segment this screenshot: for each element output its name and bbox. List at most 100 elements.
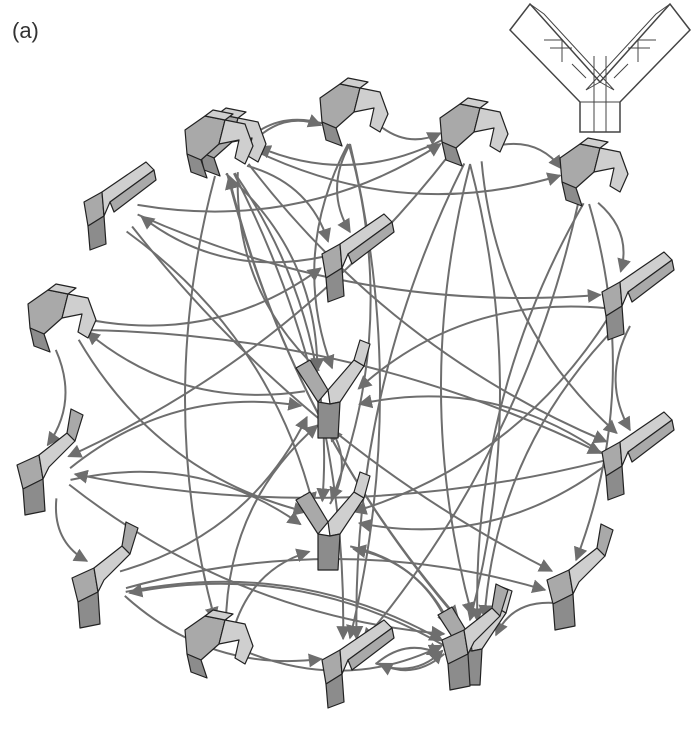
- transition-arrow: [574, 203, 614, 562]
- folded-state-n2: [319, 77, 389, 147]
- transition-arrow: [357, 465, 606, 533]
- shape-face: [605, 465, 625, 501]
- transition-arrow: [137, 213, 602, 303]
- shape-face: [217, 107, 247, 119]
- shape-face: [184, 615, 226, 661]
- transition-arrow: [374, 121, 442, 145]
- transition-arrow: [494, 601, 553, 637]
- shape-face: [93, 545, 131, 593]
- transition-arrow: [358, 394, 606, 456]
- transition-arrow: [140, 215, 325, 264]
- shape-face: [353, 471, 371, 499]
- transition-arrow: [313, 143, 349, 370]
- folded-state-n16: [321, 619, 395, 709]
- folded-states: [16, 77, 675, 709]
- shape-face: [27, 289, 69, 335]
- transition-arrow: [224, 424, 319, 627]
- transition-arrow: [597, 201, 631, 273]
- shape-face: [66, 408, 84, 442]
- transition-arrows: [46, 114, 631, 676]
- shape-face: [596, 523, 614, 557]
- shape-face: [491, 583, 509, 617]
- transition-arrow: [253, 149, 562, 196]
- shape-face: [353, 339, 371, 367]
- shape-face: [109, 169, 157, 213]
- shape-face: [204, 609, 234, 621]
- shape-face: [559, 143, 601, 189]
- shape-face: [186, 153, 208, 179]
- transition-arrow: [124, 595, 323, 668]
- shape-face: [29, 327, 51, 353]
- shape-face: [459, 97, 489, 109]
- shape-face: [22, 478, 46, 516]
- transition-arrow: [137, 143, 442, 213]
- shape-face: [447, 653, 471, 691]
- shape-face: [339, 77, 369, 89]
- transition-arrow: [352, 315, 611, 515]
- net-outline-icon: [509, 2, 691, 133]
- transition-arrow: [346, 143, 381, 640]
- transition-arrow: [233, 172, 331, 503]
- transition-arrow: [236, 172, 320, 372]
- shape-face: [218, 119, 254, 165]
- shape-face: [327, 359, 365, 405]
- shape-face: [627, 419, 675, 463]
- transition-arrow: [614, 325, 631, 432]
- transition-arrow: [126, 230, 317, 507]
- shape-face: [38, 432, 76, 480]
- folded-state-n15: [184, 609, 254, 679]
- folded-state-n9: [295, 339, 371, 439]
- folded-state-n12: [295, 471, 371, 571]
- shape-face: [473, 107, 509, 153]
- shape-face: [186, 653, 208, 679]
- folded-state-n7: [27, 283, 97, 353]
- transition-arrow: [349, 545, 451, 628]
- shape-face: [121, 521, 139, 555]
- transition-arrow: [466, 163, 501, 622]
- shape-face: [204, 109, 234, 121]
- panel-label: (a): [12, 18, 39, 43]
- transition-arrow: [46, 349, 67, 447]
- folded-state-n6: [321, 213, 395, 303]
- shape-face: [47, 283, 77, 295]
- shape-face: [77, 591, 101, 629]
- shape-face: [439, 103, 481, 149]
- transition-arrow: [351, 544, 453, 630]
- shape-face: [327, 491, 365, 537]
- transition-arrow: [226, 172, 460, 620]
- transition-arrow: [375, 642, 442, 665]
- transition-arrow: [494, 142, 563, 170]
- shape-face: [593, 147, 629, 193]
- shape-face: [552, 593, 576, 631]
- transition-arrow: [440, 163, 476, 617]
- transition-arrow: [246, 164, 331, 243]
- transition-arrow: [83, 329, 603, 454]
- folded-state-n10: [601, 411, 675, 501]
- folded-state-n4: [559, 137, 629, 207]
- folded-state-n14: [546, 523, 614, 631]
- shape-face: [347, 221, 395, 265]
- transition-arrow: [247, 163, 608, 444]
- transition-arrow: [119, 415, 308, 573]
- transition-arrow: [85, 331, 306, 396]
- transition-arrow: [349, 162, 466, 641]
- folded-state-n18: [184, 109, 254, 179]
- shape-face: [218, 619, 254, 665]
- transition-arrow: [480, 161, 618, 435]
- transition-arrow: [77, 339, 308, 516]
- shape-face: [441, 141, 463, 167]
- transition-arrow: [54, 498, 89, 562]
- shape-face: [463, 607, 501, 655]
- shape-face: [579, 137, 609, 149]
- unfolded-net: [509, 2, 691, 133]
- transition-arrow: [362, 201, 580, 643]
- folded-state-n11: [16, 408, 84, 516]
- transition-arrow: [184, 175, 219, 622]
- transition-arrow: [67, 153, 451, 458]
- shape-face: [87, 215, 107, 251]
- shape-face: [325, 673, 345, 709]
- shape-face: [61, 293, 97, 339]
- shape-face: [353, 87, 389, 133]
- transition-arrow: [256, 138, 445, 166]
